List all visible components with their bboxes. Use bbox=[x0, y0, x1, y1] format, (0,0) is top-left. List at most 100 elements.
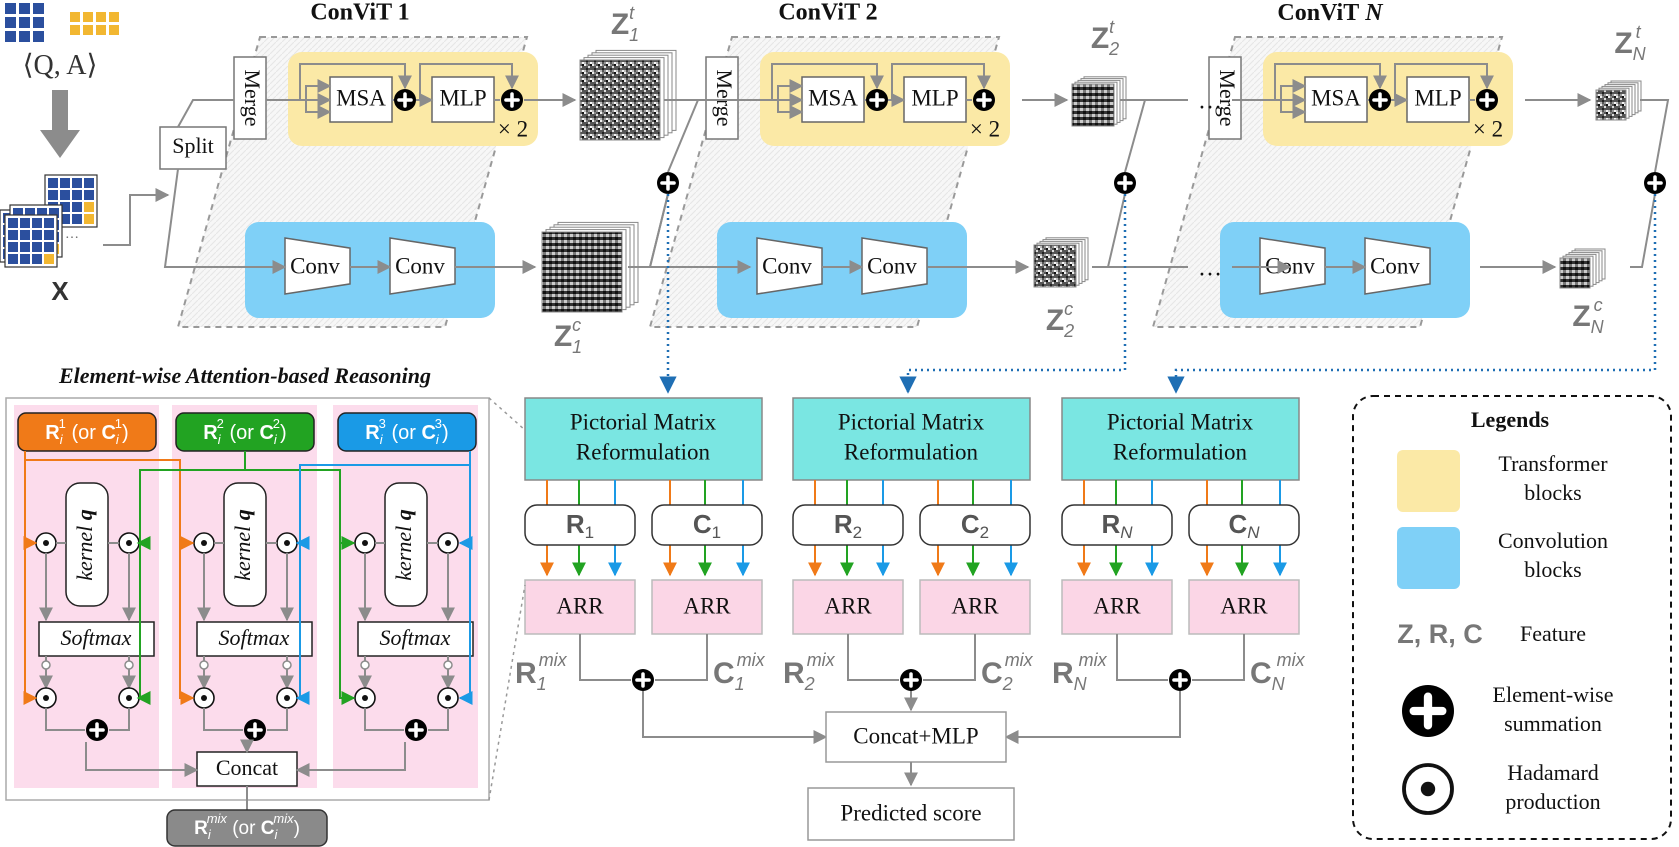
arr-label: ARR bbox=[683, 593, 731, 618]
concat-label: Concat bbox=[216, 755, 278, 780]
mlp-label: MLP bbox=[1414, 85, 1461, 110]
connector bbox=[203, 708, 243, 731]
label-part: c bbox=[1594, 295, 1603, 315]
label-part: C bbox=[261, 818, 275, 839]
label-part: ) bbox=[442, 422, 449, 444]
earr-input-label: Ri3 (or Ci3) bbox=[365, 416, 448, 447]
label-part: R bbox=[1101, 509, 1120, 539]
split-box bbox=[159, 126, 227, 170]
residual-connector bbox=[299, 63, 412, 100]
label-part: N bbox=[1364, 0, 1384, 26]
label-part: i bbox=[218, 432, 222, 447]
connector bbox=[458, 470, 473, 550]
sum-icon-cross bbox=[1647, 175, 1663, 191]
connector bbox=[45, 708, 85, 731]
sum-icon-cross bbox=[869, 92, 885, 108]
grid-cell bbox=[109, 25, 119, 35]
grid-cell bbox=[5, 17, 16, 28]
ellipsis: … bbox=[65, 227, 79, 242]
hadamard-icon-dot bbox=[362, 540, 368, 546]
conv-block bbox=[756, 237, 823, 295]
connector bbox=[136, 543, 151, 705]
label-part: mix bbox=[539, 650, 568, 670]
grid-cell bbox=[84, 202, 94, 212]
concat-box bbox=[196, 751, 298, 787]
grid-cell bbox=[8, 242, 18, 252]
msa-label: MSA bbox=[808, 85, 858, 110]
label-part: 1 bbox=[585, 523, 594, 542]
label-part: 1 bbox=[735, 674, 745, 694]
junction-icon bbox=[360, 660, 370, 670]
grid-cell bbox=[44, 230, 54, 240]
kernel-label: kernel q bbox=[72, 509, 97, 580]
r-label: R2 bbox=[834, 509, 862, 543]
conv-block bbox=[284, 237, 351, 295]
r-box bbox=[792, 504, 904, 546]
merge-label: Merge bbox=[712, 69, 737, 126]
grid-cell bbox=[44, 218, 54, 228]
hadamard-icon-dot bbox=[126, 540, 132, 546]
label-part: N bbox=[1633, 44, 1647, 64]
label-part: i bbox=[380, 432, 384, 447]
c-label: C1 bbox=[693, 509, 721, 543]
arr-box bbox=[651, 579, 763, 635]
label-part: ⟨Q, A⟩ bbox=[23, 50, 98, 81]
label-part: R bbox=[783, 657, 805, 690]
conv-label: Conv bbox=[867, 253, 917, 278]
grid-cell bbox=[83, 12, 93, 22]
earr-input-label: Ri2 (or Ci2) bbox=[203, 416, 286, 447]
grid-cell bbox=[60, 190, 70, 200]
grid-cell bbox=[32, 242, 42, 252]
connector bbox=[1630, 193, 1656, 268]
sum-icon-cross bbox=[903, 672, 919, 688]
label-part: Z bbox=[611, 8, 629, 41]
grid-cell bbox=[20, 218, 30, 228]
softmax-label: Softmax bbox=[61, 625, 132, 650]
legend-swatch-transformer bbox=[1397, 450, 1460, 512]
grid-cell bbox=[84, 190, 94, 200]
label-part: 2 bbox=[1108, 39, 1119, 59]
x-label: X bbox=[51, 276, 69, 306]
label-part: 2 bbox=[980, 523, 989, 542]
connector bbox=[1280, 100, 1307, 119]
connector bbox=[1004, 691, 1181, 744]
label-part: Z bbox=[1046, 304, 1064, 337]
kernel-q: q bbox=[230, 509, 255, 520]
label-part: R bbox=[45, 422, 60, 444]
convolution-block bbox=[245, 222, 495, 318]
label-part: t bbox=[1636, 22, 1642, 42]
kernel-q: q bbox=[391, 509, 416, 520]
residual-connector bbox=[1394, 63, 1494, 100]
softmax-label: Softmax bbox=[219, 625, 290, 650]
r-label: R1 bbox=[566, 509, 594, 543]
label-part: ) bbox=[294, 818, 300, 839]
label-part: N bbox=[1247, 523, 1260, 542]
hadamard-icon-dot bbox=[445, 540, 451, 546]
stage-title: ConViT 1 bbox=[310, 0, 409, 26]
label-part: 2 bbox=[273, 416, 280, 431]
softmax-box bbox=[196, 621, 313, 657]
grid-cell bbox=[33, 3, 44, 14]
sum-icon-cross bbox=[976, 92, 992, 108]
hadamard-icon-dot bbox=[126, 695, 132, 701]
conv-block bbox=[389, 237, 456, 295]
connector bbox=[109, 708, 130, 731]
grid-cell bbox=[44, 242, 54, 252]
label-part: C bbox=[1228, 509, 1247, 539]
predicted-score-box bbox=[807, 787, 1015, 841]
label-part: i bbox=[436, 432, 440, 447]
cmix-label: C2mix bbox=[981, 650, 1034, 694]
feature-map-zt bbox=[1595, 89, 1627, 121]
softmax-box bbox=[38, 621, 155, 657]
sum-icon-cross bbox=[247, 722, 263, 738]
msa-box bbox=[1304, 76, 1368, 123]
label-part: 1 bbox=[572, 337, 582, 357]
label-part: (or bbox=[232, 818, 256, 839]
junction-icon bbox=[199, 660, 209, 670]
grid-cell bbox=[72, 190, 82, 200]
convolution-block bbox=[717, 222, 967, 318]
c-label: CN bbox=[1228, 509, 1260, 543]
label-part: (or bbox=[71, 422, 96, 444]
grid-cell bbox=[72, 214, 82, 224]
label-part: R bbox=[194, 818, 208, 839]
